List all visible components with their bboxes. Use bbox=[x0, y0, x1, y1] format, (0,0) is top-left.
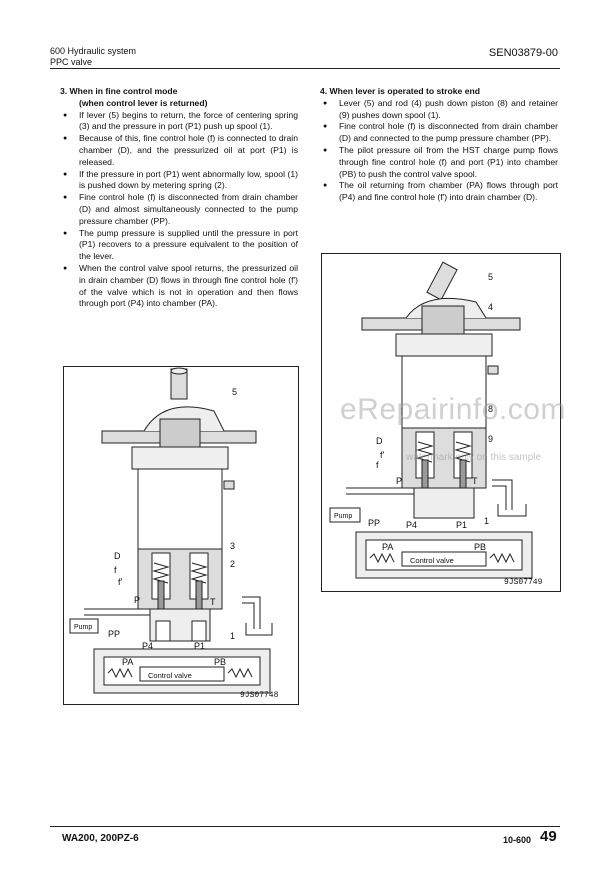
label-d: D bbox=[114, 551, 121, 561]
footer-divider bbox=[50, 826, 560, 827]
bullet-item: The pump pressure is supplied until the … bbox=[60, 228, 298, 263]
figure-stroke-end-diagram: 5 4 8 9 1 D f' f P T Pump PP P4 P1 PA PB… bbox=[321, 253, 561, 592]
label-f: f bbox=[114, 565, 117, 575]
label-pa: PA bbox=[382, 542, 393, 552]
label-d: D bbox=[376, 436, 383, 446]
label-pp: PP bbox=[108, 629, 120, 639]
left-bullet-list: If lever (5) begins to return, the force… bbox=[60, 110, 298, 311]
label-pump: Pump bbox=[74, 624, 92, 631]
label-control-valve: Control valve bbox=[410, 556, 454, 565]
label-9: 9 bbox=[488, 434, 493, 444]
header-section: 600 Hydraulic system PPC valve bbox=[50, 46, 136, 68]
ppc-valve-cutaway-right: 5 4 8 9 1 D f' f P T Pump PP P4 P1 PA PB… bbox=[329, 261, 543, 587]
document-code: SEN03879-00 bbox=[488, 47, 558, 59]
footer-model: WA200, 200PZ-6 bbox=[62, 833, 139, 844]
bullet-item: When the control valve spool returns, th… bbox=[60, 263, 298, 310]
footer-page-number: 49 bbox=[540, 828, 557, 845]
label-pump: Pump bbox=[334, 513, 352, 520]
header-section-title: 600 Hydraulic system bbox=[50, 46, 137, 56]
footer-page-reference: 10-600 bbox=[503, 835, 532, 845]
figure-id-left: 9JS07748 bbox=[240, 691, 279, 700]
label-p4: P4 bbox=[142, 641, 153, 651]
label-f: f bbox=[376, 460, 379, 470]
header-section-subtitle: PPC valve bbox=[50, 57, 93, 67]
label-f-prime: f' bbox=[380, 450, 385, 460]
label-p: P bbox=[396, 476, 402, 486]
label-1: 1 bbox=[484, 516, 489, 526]
bullet-item: If the pressure in port (P1) went abnorm… bbox=[60, 169, 298, 193]
section-heading-stroke-end: 4. When lever is operated to stroke end bbox=[320, 86, 480, 96]
ppc-valve-cutaway-left: 5 3 2 1 D f' f P T Pump PP P4 P1 PA PB C… bbox=[69, 367, 279, 700]
label-pa: PA bbox=[122, 657, 133, 667]
label-5: 5 bbox=[232, 387, 237, 397]
bullet-item: The pilot pressure oil from the HST char… bbox=[320, 145, 558, 180]
left-column: 3. When in fine control mode (when contr… bbox=[60, 86, 298, 310]
label-p1: P1 bbox=[194, 641, 205, 651]
figure-id-right: 9JS07749 bbox=[504, 578, 543, 587]
label-8: 8 bbox=[488, 404, 493, 414]
bullet-item: Because of this, fine control hole (f) i… bbox=[60, 133, 298, 168]
label-3: 3 bbox=[230, 541, 235, 551]
label-pb: PB bbox=[474, 542, 486, 552]
label-4: 4 bbox=[488, 302, 493, 312]
right-bullet-list: Lever (5) and rod (4) push down piston (… bbox=[320, 98, 558, 204]
label-p1: P1 bbox=[456, 520, 467, 530]
watermark-text: eRepairinfo.com bbox=[340, 393, 566, 426]
label-control-valve: Control valve bbox=[148, 671, 192, 680]
label-pb: PB bbox=[214, 657, 226, 667]
label-5: 5 bbox=[488, 272, 493, 282]
figure-fine-control-diagram: 5 3 2 1 D f' f P T Pump PP P4 P1 PA PB C… bbox=[63, 366, 299, 705]
bullet-item: If lever (5) begins to return, the force… bbox=[60, 110, 298, 134]
label-t: T bbox=[472, 476, 478, 486]
bullet-item: Fine control hole (f) is disconnected fr… bbox=[60, 192, 298, 227]
header-divider bbox=[50, 68, 560, 69]
watermark-subtext: watermark only on this sample bbox=[406, 452, 542, 463]
label-p: P bbox=[134, 595, 140, 605]
label-1: 1 bbox=[230, 631, 235, 641]
right-column: 4. When lever is operated to stroke end … bbox=[320, 86, 558, 204]
label-f-prime: f' bbox=[118, 577, 123, 587]
section-subheading: (when control lever is returned) bbox=[79, 97, 208, 108]
label-pp: PP bbox=[368, 518, 380, 528]
section-heading-fine-control: 3. When in fine control mode bbox=[60, 86, 178, 96]
label-2: 2 bbox=[230, 559, 235, 569]
bullet-item: The oil returning from chamber (PA) flow… bbox=[320, 180, 558, 204]
bullet-item: Fine control hole (f) is disconnected fr… bbox=[320, 121, 558, 145]
label-t: T bbox=[210, 597, 216, 607]
bullet-item: Lever (5) and rod (4) push down piston (… bbox=[320, 98, 558, 122]
label-p4: P4 bbox=[406, 520, 417, 530]
